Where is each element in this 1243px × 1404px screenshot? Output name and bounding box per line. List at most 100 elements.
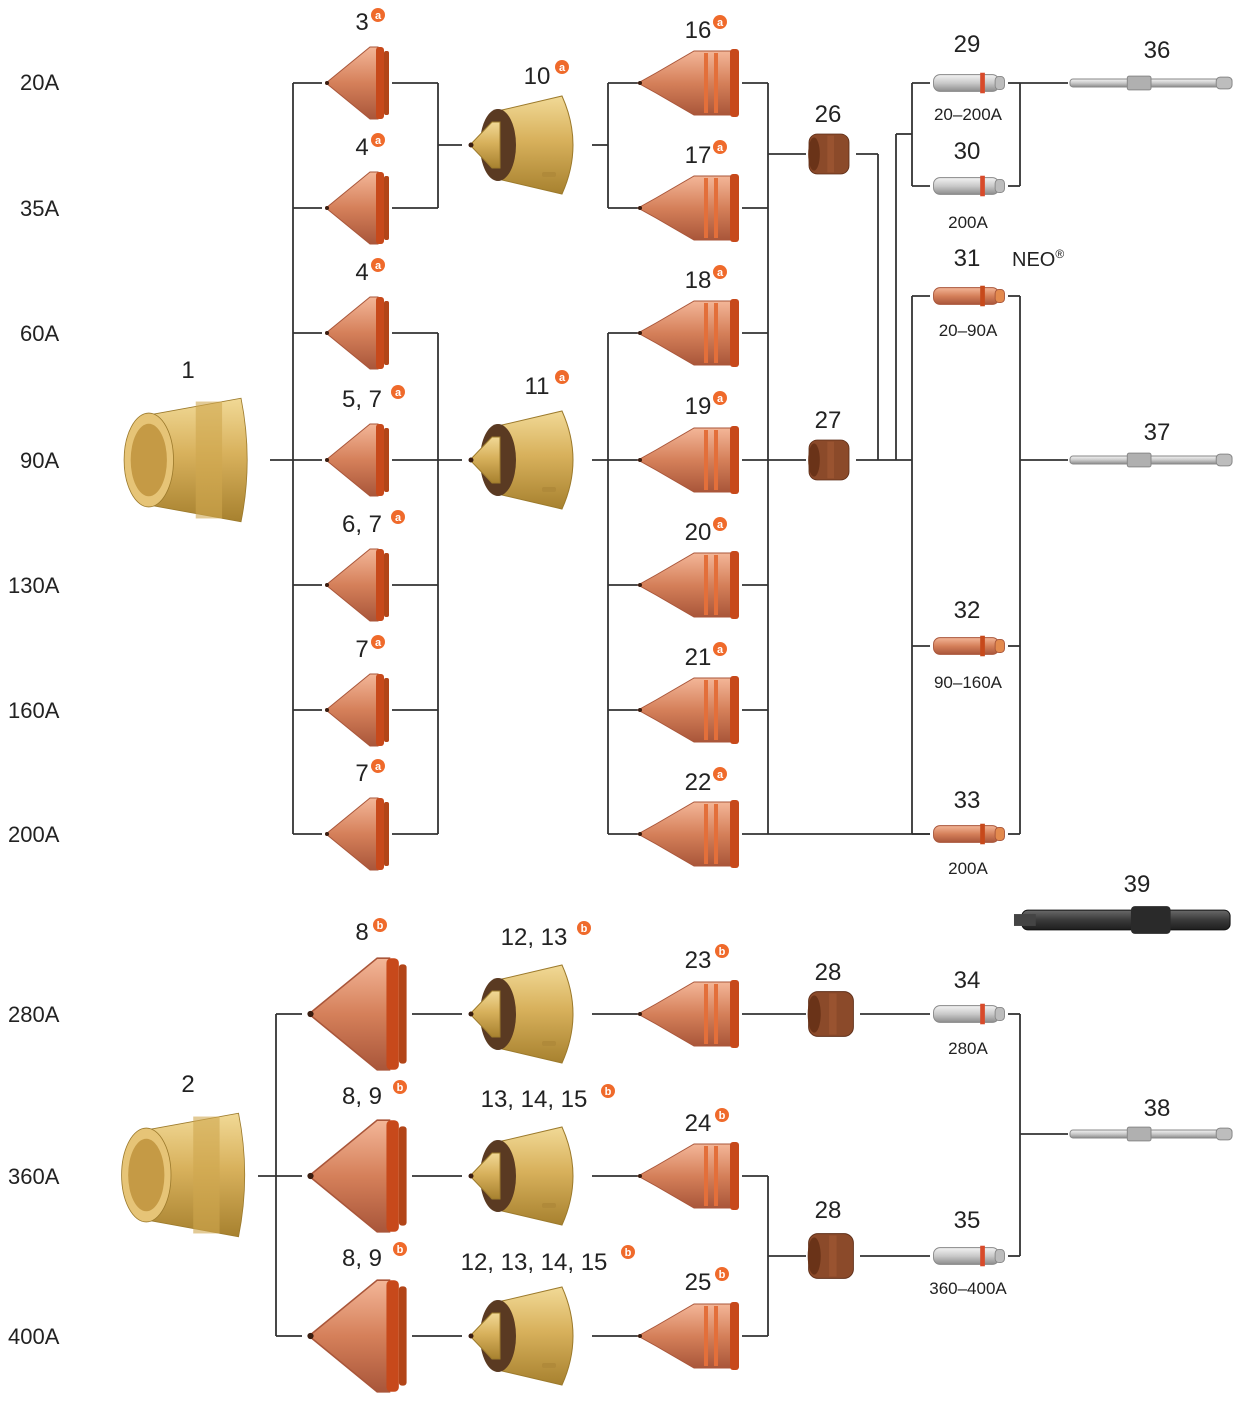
shield-7b bbox=[324, 797, 390, 871]
part-num-12a: 12, 13 bbox=[501, 924, 568, 951]
shield-8b bbox=[306, 1119, 408, 1233]
part-num-2: 2 bbox=[181, 1071, 194, 1098]
swirl-ring-28b bbox=[807, 1233, 854, 1279]
part-num-7a: 7 bbox=[355, 636, 368, 663]
electrode-31 bbox=[933, 285, 1005, 307]
connector-lines-bottom bbox=[258, 1013, 1068, 1337]
part-num-35: 35 bbox=[954, 1207, 981, 1234]
footnote-badge-letter: b bbox=[625, 1247, 632, 1259]
footnote-badge-letter: a bbox=[717, 267, 724, 279]
neo-label: NEO® bbox=[1012, 247, 1064, 271]
part-num-26: 26 bbox=[815, 101, 842, 128]
electrode-34 bbox=[933, 1003, 1005, 1025]
part-num-38: 38 bbox=[1144, 1095, 1171, 1122]
part-num-18: 18 bbox=[685, 267, 712, 294]
part-num-4a: 4 bbox=[355, 134, 368, 161]
parts bbox=[121, 46, 1233, 1393]
footnote-badge-a bbox=[713, 15, 727, 29]
range-30: 200A bbox=[948, 213, 988, 232]
amp-label-200: 200A bbox=[8, 822, 60, 847]
electrode-35 bbox=[933, 1245, 1005, 1267]
nozzle-25 bbox=[637, 1301, 740, 1371]
footnote-badge-b bbox=[601, 1084, 615, 1098]
part-num-20: 20 bbox=[685, 519, 712, 546]
part-num-10: 10 bbox=[524, 63, 551, 90]
nozzle-20 bbox=[637, 550, 740, 620]
part-num-16: 16 bbox=[685, 17, 712, 44]
footnote-badge-letter: a bbox=[395, 387, 402, 399]
electrode-29 bbox=[933, 72, 1005, 94]
footnote-badge-letter: a bbox=[375, 637, 382, 649]
shield-4a bbox=[324, 171, 390, 245]
retainer-12b bbox=[468, 1286, 574, 1386]
swirl-ring-27 bbox=[807, 439, 850, 481]
part-num-39: 39 bbox=[1124, 871, 1151, 898]
nozzle-19 bbox=[637, 425, 740, 495]
part-num-8c: 8, 9 bbox=[342, 1245, 382, 1272]
water-tube-38 bbox=[1069, 1126, 1233, 1142]
retainer-12a bbox=[468, 964, 574, 1064]
part-num-34: 34 bbox=[954, 967, 981, 994]
footnote-badge-b bbox=[715, 944, 729, 958]
part-num-6: 6, 7 bbox=[342, 511, 382, 538]
tool-39 bbox=[1013, 905, 1231, 935]
part-num-13: 13, 14, 15 bbox=[481, 1086, 588, 1113]
part-num-17: 17 bbox=[685, 142, 712, 169]
footnote-badge-letter: a bbox=[375, 260, 382, 272]
range-34: 280A bbox=[948, 1039, 988, 1058]
part-num-1: 1 bbox=[181, 357, 194, 384]
electrode-32 bbox=[933, 635, 1005, 657]
footnote-badge-letter: a bbox=[717, 769, 724, 781]
footnote-badge-b bbox=[577, 921, 591, 935]
shield-3 bbox=[324, 46, 390, 120]
shield-4b bbox=[324, 296, 390, 370]
retainer-10 bbox=[468, 95, 574, 195]
nozzle-16 bbox=[637, 48, 740, 118]
footnote-badge-a bbox=[713, 767, 727, 781]
water-tube-36 bbox=[1069, 75, 1233, 91]
electrode-range-labels: 20–200A 200A 20–90A 90–160A 200A 280A 36… bbox=[929, 105, 1007, 1298]
nozzle-24 bbox=[637, 1141, 740, 1211]
part-num-30: 30 bbox=[954, 138, 981, 165]
footnote-badge-a bbox=[391, 510, 405, 524]
part-num-22: 22 bbox=[685, 769, 712, 796]
footnote-badge-letter: a bbox=[375, 10, 382, 22]
footnote-badge-letter: b bbox=[377, 920, 384, 932]
part-num-33: 33 bbox=[954, 787, 981, 814]
footnote-badge-b bbox=[393, 1242, 407, 1256]
shield-7a bbox=[324, 673, 390, 747]
footnote-badge-letter: a bbox=[717, 644, 724, 656]
part-number-labels: 1 2 3 4 4 5, 7 6, 7 7 7 8 8, 9 8, 9 10 1… bbox=[181, 9, 1170, 1296]
footnote-badge-letter: a bbox=[717, 519, 724, 531]
footnote-badge-letter: b bbox=[397, 1244, 404, 1256]
part-num-7b: 7 bbox=[355, 760, 368, 787]
footnote-badge-a bbox=[713, 517, 727, 531]
part-num-25: 25 bbox=[685, 1269, 712, 1296]
footnote-badge-a bbox=[713, 391, 727, 405]
footnote-badge-a bbox=[713, 642, 727, 656]
part-num-31: 31 bbox=[954, 245, 981, 272]
footnote-badge-letter: b bbox=[581, 923, 588, 935]
footnote-badge-letter: a bbox=[375, 761, 382, 773]
amp-label-35: 35A bbox=[20, 196, 59, 221]
range-35: 360–400A bbox=[929, 1279, 1007, 1298]
footnote-badge-letter: a bbox=[559, 372, 566, 384]
amp-label-160: 160A bbox=[8, 698, 60, 723]
retaining-cap-2 bbox=[121, 1112, 246, 1238]
amp-label-360: 360A bbox=[8, 1164, 60, 1189]
part-num-36: 36 bbox=[1144, 37, 1171, 64]
footnote-badge-letter: a bbox=[717, 17, 724, 29]
footnote-badge-b bbox=[715, 1108, 729, 1122]
range-31: 20–90A bbox=[939, 321, 998, 340]
footnote-badge-letter: a bbox=[395, 512, 402, 524]
footnote-badge-a bbox=[391, 385, 405, 399]
part-num-12b: 12, 13, 14, 15 bbox=[461, 1249, 608, 1276]
amp-label-400: 400A bbox=[8, 1324, 60, 1349]
footnote-badge-a bbox=[371, 133, 385, 147]
range-29: 20–200A bbox=[934, 105, 1003, 124]
retainer-13 bbox=[468, 1126, 574, 1226]
nozzle-23 bbox=[637, 979, 740, 1049]
part-num-24: 24 bbox=[685, 1110, 712, 1137]
